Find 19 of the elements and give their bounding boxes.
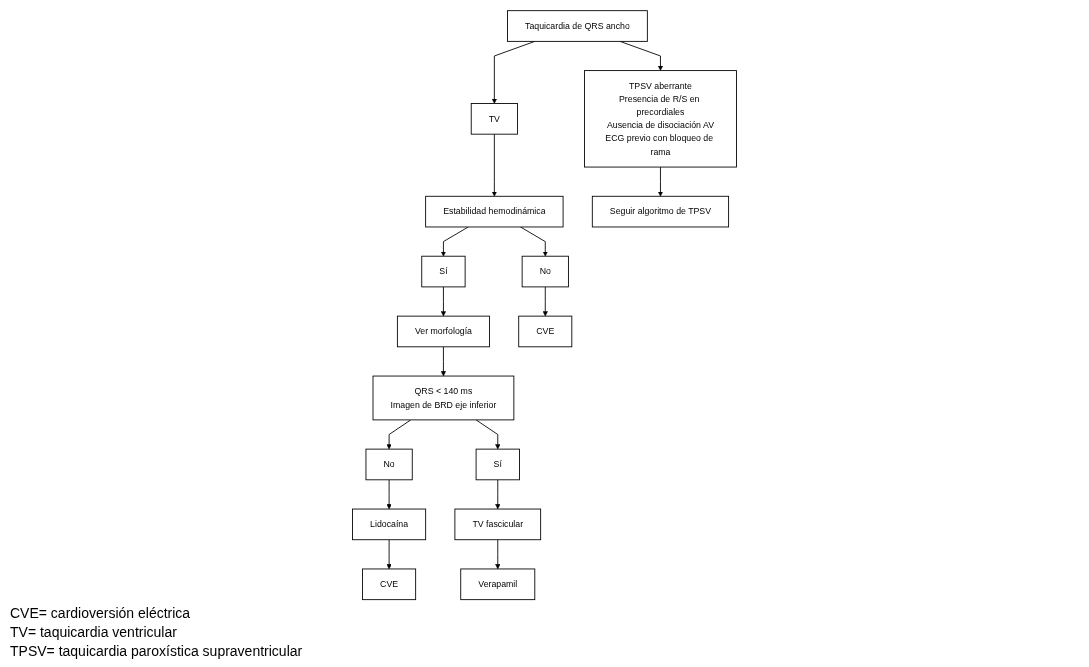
node-box: Ver morfología xyxy=(396,315,490,348)
node-box: Taquicardia de QRS ancho xyxy=(507,10,648,42)
node-box: TV fascicular xyxy=(454,508,542,541)
abbreviation-note: TPSV= taquicardia paroxística supraventricular xyxy=(10,642,304,661)
node-box: Sí xyxy=(421,255,466,288)
node-box: Sí xyxy=(475,448,520,481)
abbreviation-note: TV= taquicardia ventricular xyxy=(10,623,178,643)
node-box: Lidocaína xyxy=(352,508,427,541)
node-box: Seguir algoritmo de TPSV xyxy=(591,195,730,228)
node-box: TPSV aberrante Presencia de R/S en precordiales Ausencia de disociación AV ECG previo con bloqueo de rama xyxy=(584,70,737,168)
node-box: CVE xyxy=(518,315,573,348)
node-box: QRS < 140 ms Imagen de BRD eje inferior xyxy=(372,375,515,421)
node-box: CVE xyxy=(362,568,417,601)
node-box: No xyxy=(521,255,569,288)
node-box: No xyxy=(365,448,413,481)
node-box: TV xyxy=(470,103,518,135)
node-box: Verapamil xyxy=(460,568,536,601)
abbreviation-note: CVE= cardioversión eléctrica xyxy=(10,604,192,624)
node-box: Estabilidad hemodinámica xyxy=(425,195,564,228)
